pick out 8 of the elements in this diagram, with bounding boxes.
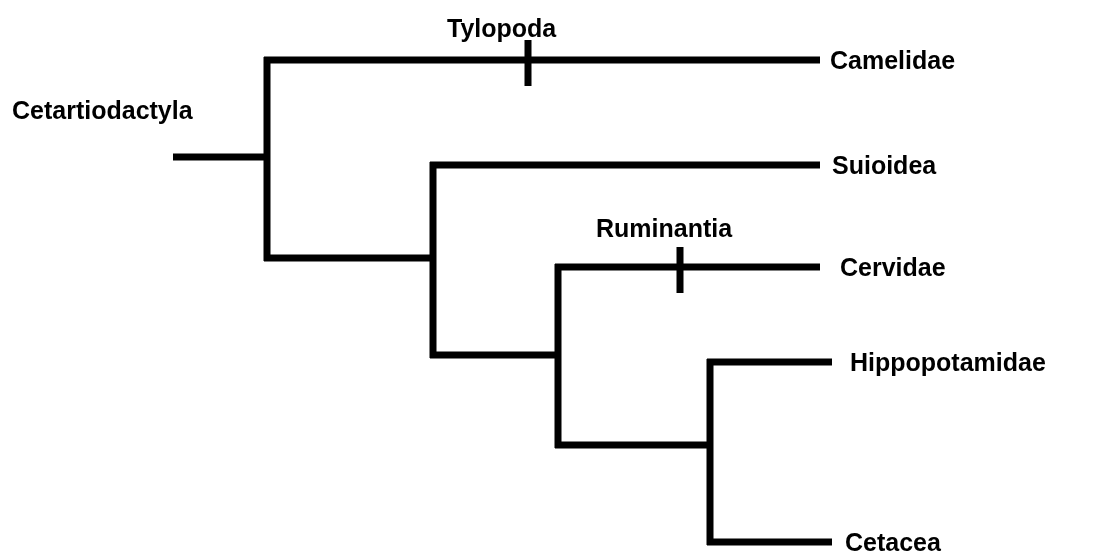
clade-label: Tylopoda [447,13,557,43]
taxon-label: Suioidea [832,150,937,180]
taxon-label: Cervidae [840,252,946,282]
taxon-label: Cetacea [845,527,941,552]
taxon-label: Hippopotamidae [850,347,1046,377]
taxon-label: Camelidae [830,45,956,75]
clade-label: Ruminantia [596,213,733,243]
clade-label: Cetartiodactyla [12,95,193,125]
